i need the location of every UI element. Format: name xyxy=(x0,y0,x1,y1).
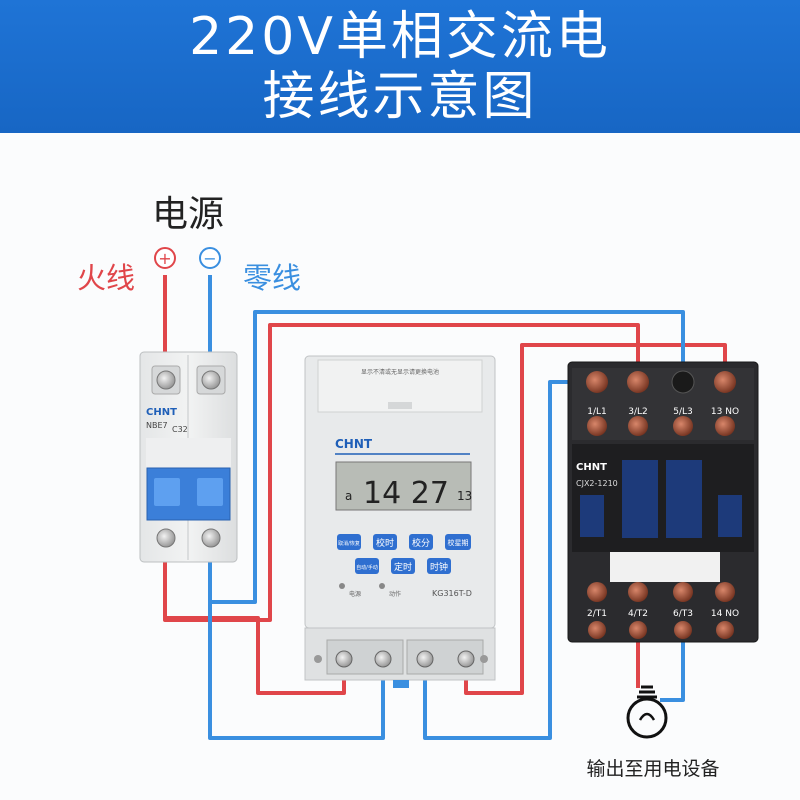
minus-terminal-icon: − xyxy=(199,247,221,269)
timer-day: a xyxy=(345,489,352,503)
timer-button-auto-manual[interactable]: 自动/手动 xyxy=(355,558,379,574)
neutral-wire-label: 零线 xyxy=(243,261,301,295)
circuit-breaker: CHNT NBE7 C32 xyxy=(139,351,238,563)
contactor-screw-icon xyxy=(715,582,735,602)
contactor-screw-icon xyxy=(628,582,648,602)
ac-contactor: 1/L1 3/L2 5/L3 13 NO CHNT CJX2-1210 2/T1… xyxy=(567,361,759,643)
contactor-brand: CHNT xyxy=(576,462,607,473)
neutral-wire-breaker-to-contactor xyxy=(208,310,685,604)
contactor-top-terminal-label: 1/L1 xyxy=(587,407,607,417)
breaker-model: NBE7 xyxy=(146,421,168,430)
timer-terminal-screw-icon xyxy=(374,650,392,668)
timer-brand: CHNT xyxy=(335,437,373,451)
timer-lcd xyxy=(335,461,472,511)
live-wire-breaker-to-timer xyxy=(163,323,640,622)
title-banner: 220V单相交流电 接线示意图 xyxy=(0,0,800,133)
breaker-screw-icon xyxy=(156,370,176,390)
timer-model: KG316T-D xyxy=(432,589,472,598)
contactor-top-terminal-label: 5/L3 xyxy=(673,407,693,417)
neutral-wire-coil xyxy=(423,380,585,740)
svg-text:时钟: 时钟 xyxy=(430,561,448,573)
breaker-brand: CHNT xyxy=(146,407,177,418)
contactor-screw-icon xyxy=(627,371,649,393)
timer-action-label: 动作 xyxy=(389,590,401,598)
timer-seconds: 13 xyxy=(457,489,472,503)
contactor-model: CJX2-1210 xyxy=(576,479,618,488)
timer-power-label: 电源 xyxy=(349,590,361,598)
breaker-screw-icon xyxy=(201,528,221,548)
plus-symbol: + xyxy=(158,249,171,268)
contactor-bottom-terminal-label: 14 NO xyxy=(711,609,739,619)
time-switch: 显示不清或无显示请更换电池 CHNT a 14 27 13 取消/恢复 校时 校… xyxy=(304,355,496,688)
power-indicator-icon xyxy=(339,583,345,589)
timer-button-program[interactable]: 定时 xyxy=(391,558,415,574)
power-source-label: 电源 xyxy=(152,194,224,235)
timer-time: 14 27 xyxy=(363,476,449,511)
minus-symbol: − xyxy=(203,249,216,268)
timer-top-text: 显示不清或无显示请更换电池 xyxy=(361,368,439,376)
timer-button-clock[interactable]: 时钟 xyxy=(427,558,451,574)
timer-button-cancel[interactable]: 取消/恢复 xyxy=(337,534,361,550)
timer-terminal-screw-icon xyxy=(416,650,434,668)
live-wire-label: 火线 xyxy=(77,261,135,295)
title-line-2: 接线示意图 xyxy=(262,67,538,127)
contactor-screw-icon xyxy=(586,371,608,393)
svg-text:自动/手动: 自动/手动 xyxy=(356,564,378,571)
svg-text:校时: 校时 xyxy=(376,537,394,549)
contactor-screw-icon xyxy=(714,371,736,393)
light-bulb-icon xyxy=(626,685,668,739)
live-wire-timer-in xyxy=(165,616,346,695)
timer-terminal-screw-icon xyxy=(457,650,475,668)
plus-terminal-icon: + xyxy=(154,247,176,269)
contactor-screw-icon xyxy=(587,582,607,602)
breaker-rating: C32 xyxy=(172,425,188,434)
svg-text:取消/恢复: 取消/恢复 xyxy=(338,540,360,547)
timer-terminal-screw-icon xyxy=(335,650,353,668)
svg-text:校星期: 校星期 xyxy=(448,538,469,547)
title-line-1: 220V单相交流电 xyxy=(189,7,611,67)
contactor-top-terminal-label: 13 NO xyxy=(711,407,739,417)
breaker-screw-icon xyxy=(156,528,176,548)
svg-text:定时: 定时 xyxy=(394,561,412,573)
breaker-screw-icon xyxy=(201,370,221,390)
timer-button-set-hour[interactable]: 校时 xyxy=(373,534,397,550)
timer-button-set-minute[interactable]: 校分 xyxy=(409,534,433,550)
timer-button-set-week[interactable]: 校星期 xyxy=(445,534,471,550)
action-indicator-icon xyxy=(379,583,385,589)
contactor-screw-icon xyxy=(673,582,693,602)
contactor-bottom-terminal-label: 4/T2 xyxy=(628,609,648,619)
contactor-screw-icon xyxy=(671,370,695,394)
contactor-bottom-terminal-label: 6/T3 xyxy=(673,609,693,619)
svg-text:校分: 校分 xyxy=(412,537,430,549)
contactor-bottom-terminal-label: 2/T1 xyxy=(587,609,607,619)
neutral-wire-timer xyxy=(208,600,385,740)
contactor-top-terminal-label: 3/L2 xyxy=(628,407,648,417)
live-wire-timer-out xyxy=(464,343,727,695)
output-label: 输出至用电设备 xyxy=(586,758,719,780)
